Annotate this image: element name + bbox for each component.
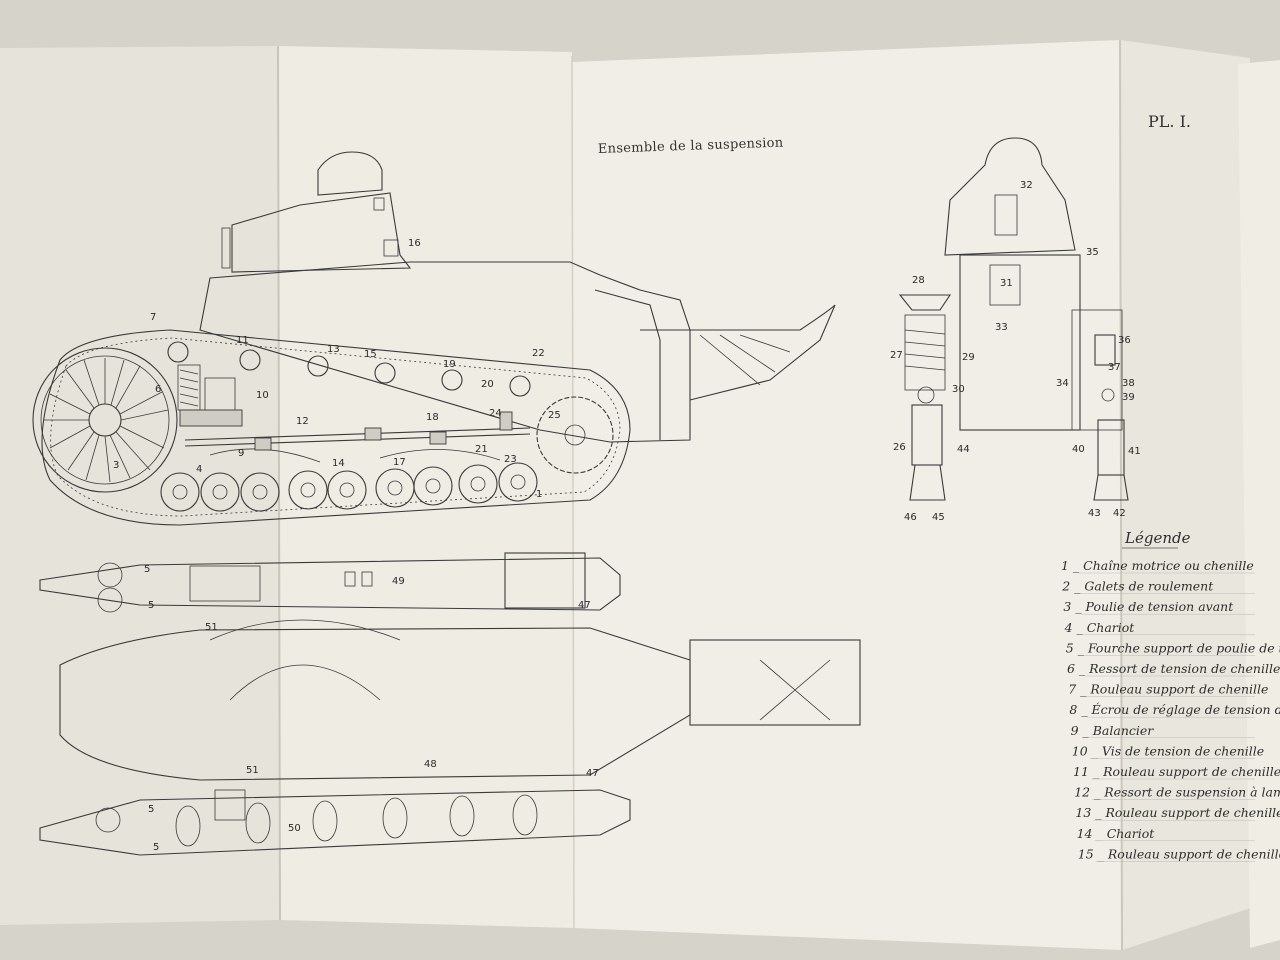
svg-text:23: 23 [504,454,517,465]
legend-item: 8 _ Écrou de réglage de tension de cheni… [1069,702,1280,717]
svg-text:26: 26 [893,442,906,453]
svg-text:5: 5 [148,600,154,611]
svg-text:47: 47 [586,768,599,779]
svg-text:22: 22 [532,348,545,359]
legend-item: 6 _ Ressort de tension de chenille [1067,661,1280,676]
svg-text:44: 44 [957,444,970,455]
svg-text:29: 29 [962,352,975,363]
legend-item: 3 _ Poulie de tension avant [1063,599,1234,614]
svg-text:20: 20 [481,379,494,390]
svg-text:5: 5 [148,804,154,815]
svg-text:51: 51 [246,765,259,776]
legend-item: 14 _ Chariot [1077,826,1156,841]
legend-heading: Légende [1124,529,1191,547]
legend-item: 5 _ Fourche support de poulie de te [1066,640,1280,655]
svg-text:31: 31 [1000,278,1013,289]
svg-text:33: 33 [995,322,1008,333]
svg-text:50: 50 [288,823,301,834]
legend-item: 9 _ Balancier [1071,723,1155,738]
svg-text:25: 25 [548,410,561,421]
svg-text:24: 24 [489,408,502,419]
svg-text:48: 48 [424,759,437,770]
paper-panel-1 [0,46,280,925]
svg-text:17: 17 [393,457,406,468]
svg-text:18: 18 [426,412,439,423]
svg-text:15: 15 [364,349,377,360]
sheet-title: Ensemble de la suspension [598,136,784,157]
svg-text:36: 36 [1118,335,1131,346]
legend-item: 1 _ Chaîne motrice ou chenille [1061,558,1254,573]
svg-text:10: 10 [256,390,269,401]
svg-text:49: 49 [392,576,405,587]
paper-panel-4 [1120,40,1260,950]
svg-text:21: 21 [475,444,488,455]
svg-text:46: 46 [904,512,917,523]
svg-text:11: 11 [236,335,249,346]
svg-text:39: 39 [1122,392,1135,403]
svg-text:34: 34 [1056,378,1069,389]
plan-views: 5 49 51 47 5 48 51 47 5 50 5 [39,552,861,856]
svg-text:32: 32 [1020,180,1033,191]
legend-item: 12 _ Ressort de suspension à lames [1074,785,1280,800]
legend-item: 13 _ Rouleau support de chenille [1075,805,1280,820]
svg-text:6: 6 [155,384,161,395]
svg-text:3: 3 [113,460,119,471]
legend-item: 4 _ Chariot [1064,620,1136,635]
legend-item: 11 _ Rouleau support de chenille [1073,764,1280,779]
paper-panel-5 [1238,60,1280,948]
legend-item: 15 _ Rouleau support de chenille [1078,846,1280,861]
svg-text:28: 28 [912,275,925,286]
svg-text:16: 16 [408,238,421,249]
svg-text:19: 19 [443,359,456,370]
svg-text:42: 42 [1113,508,1126,519]
svg-text:40: 40 [1072,444,1085,455]
svg-text:43: 43 [1088,508,1101,519]
legend-item: 7 _ Rouleau support de chenille [1068,682,1268,697]
svg-text:47: 47 [578,600,591,611]
svg-text:5: 5 [144,564,150,575]
svg-text:7: 7 [150,312,156,323]
svg-text:12: 12 [296,416,309,427]
svg-text:45: 45 [932,512,945,523]
svg-text:37: 37 [1108,362,1121,373]
svg-text:4: 4 [196,464,202,475]
svg-text:38: 38 [1122,378,1135,389]
svg-text:5: 5 [153,842,159,853]
svg-text:51: 51 [205,622,218,633]
svg-text:41: 41 [1128,446,1141,457]
svg-text:9: 9 [238,448,244,459]
svg-text:1: 1 [536,489,542,500]
paper-panel-3 [572,40,1122,950]
legend-item: 10 _ Vis de tension de chenille [1072,743,1264,758]
svg-text:30: 30 [952,384,965,395]
svg-text:14: 14 [332,458,345,469]
legend-item: 2 _ Galets de roulement [1061,579,1214,594]
svg-text:13: 13 [327,344,340,355]
svg-text:27: 27 [890,350,903,361]
plate-number: PL. I. [1148,112,1191,131]
svg-text:35: 35 [1086,247,1099,258]
